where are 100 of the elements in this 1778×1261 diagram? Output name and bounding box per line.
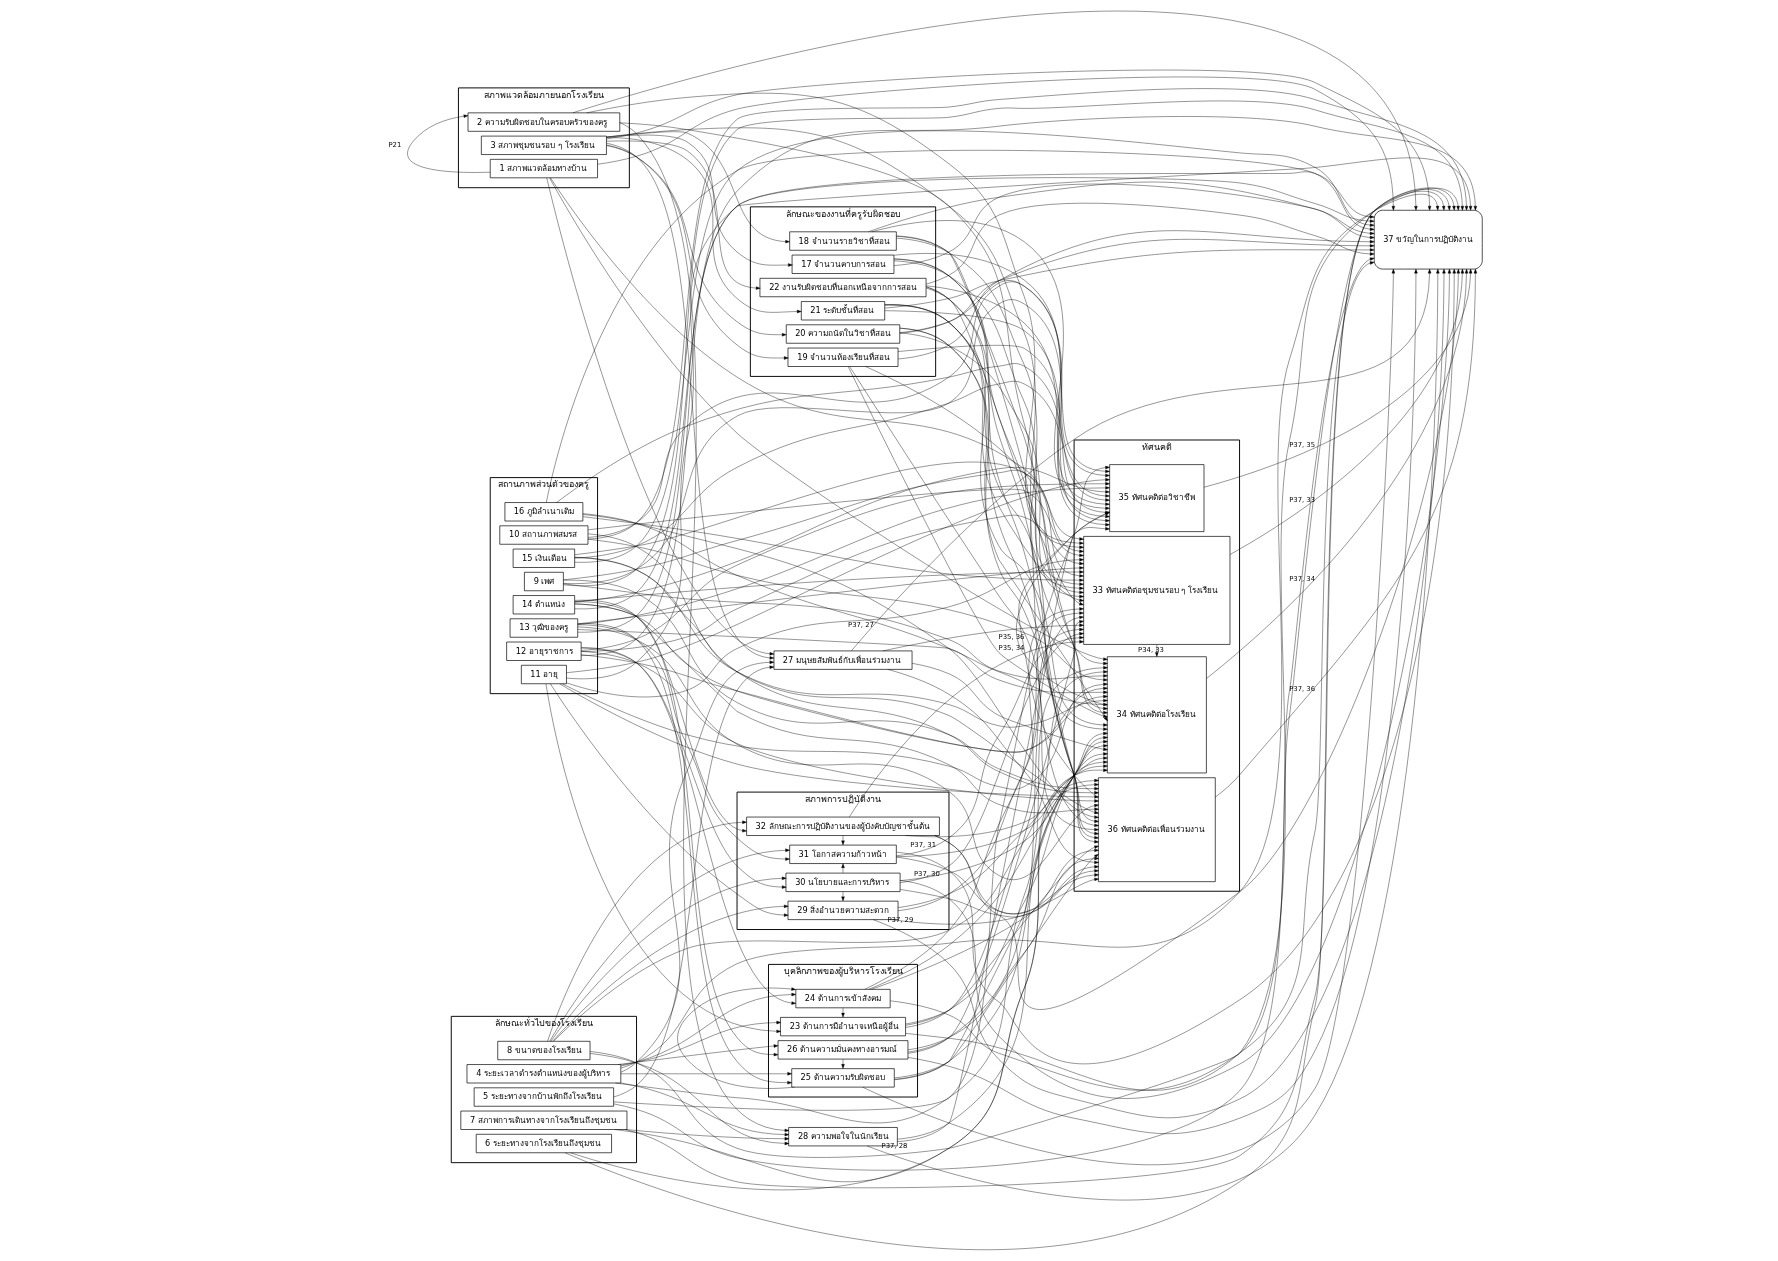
arrow xyxy=(546,820,747,1042)
arrow xyxy=(868,736,1108,990)
arrow xyxy=(582,516,1084,582)
arrow xyxy=(545,150,1374,503)
arrow xyxy=(848,640,1084,818)
arrow xyxy=(899,869,1099,918)
arrow xyxy=(1154,644,1158,657)
arrow xyxy=(925,287,1084,606)
arrow xyxy=(864,611,1084,990)
node-box: 12 อายุราชการ xyxy=(505,641,581,661)
arrow xyxy=(577,566,1084,625)
arrow xyxy=(562,579,1099,791)
node-box: 30 นโยบายและการบริหาร xyxy=(785,872,900,892)
arrow xyxy=(893,854,1099,1079)
arrow xyxy=(577,629,1108,694)
arrow xyxy=(867,181,1374,240)
node-box: 32 ลักษณะการปฏิบัติงานของผู้บังคับบัญชาชั้นต้น xyxy=(745,816,940,836)
arrow xyxy=(925,286,1099,844)
arrow xyxy=(897,230,1374,360)
arrow xyxy=(582,513,1108,707)
arrow xyxy=(553,670,1108,1042)
node-box: 21 ระดับชั้นที่สอน xyxy=(800,301,885,321)
arrow xyxy=(871,220,1110,510)
node-box: 26 ด้านความมั่นคงทางอารมณ์ xyxy=(777,1040,908,1060)
node-box: 22 งานรับผิดชอบที่นอกเหนือจากการสอน xyxy=(759,277,926,298)
arrow xyxy=(864,366,1084,594)
arrow xyxy=(840,863,845,874)
node-box: 9 เพศ xyxy=(523,571,564,592)
node-box: 2 ความรับผิดชอบในครอบครัวของครู xyxy=(467,112,620,132)
arrow xyxy=(904,768,1108,837)
arrow xyxy=(895,856,1099,915)
arrow xyxy=(562,583,1108,680)
arrow xyxy=(933,835,1099,915)
arrow xyxy=(580,651,1099,803)
node-box: 35 ทัศนคติต่อวิชาชีพ xyxy=(1108,464,1204,532)
arrow xyxy=(676,987,796,1089)
arrow xyxy=(587,489,1084,557)
arrow xyxy=(899,239,1374,334)
arrow xyxy=(1229,268,1464,555)
node-box: 14 ตำแหน่ง xyxy=(512,595,575,615)
node-box: 6 ระยะทางจากโรงเรียนถึงชุมชน xyxy=(475,1133,612,1154)
arrow xyxy=(905,845,1099,1025)
arrow xyxy=(580,647,786,889)
node-box: 37 ขวัญในการปฏิบัติงาน xyxy=(1373,209,1483,270)
node-box: 31 โอกาสความก้าวหน้า xyxy=(788,844,897,864)
node-box: 8 ขนาดของโรงเรียน xyxy=(496,1040,590,1061)
node-box: 5 ระยะทางจากบ้านพักถึงโรงเรียน xyxy=(473,1087,614,1107)
arrow xyxy=(1203,268,1472,488)
arrow xyxy=(882,623,1084,652)
arrow xyxy=(574,600,778,1057)
arrow xyxy=(545,683,781,1033)
arrow xyxy=(573,603,1099,814)
node-box: 13 วุฒิของครู xyxy=(509,618,578,638)
arrow xyxy=(1205,268,1468,679)
arrow xyxy=(895,764,1108,857)
arrow xyxy=(589,1053,789,1146)
arrow xyxy=(893,740,1108,1080)
node-box: 33 ทัศนคติต่อชุมชนรอบ ๆ โรงเรียน xyxy=(1082,536,1230,645)
arrow xyxy=(551,904,788,1042)
arrow xyxy=(840,835,845,846)
node-box: 19 จำนวนห้องเรียนที่สอน xyxy=(787,347,898,367)
arrow xyxy=(620,1082,789,1137)
arrow xyxy=(549,848,790,1042)
node-box: 36 ทัศนคติต่อเพื่อนร่วมงาน xyxy=(1097,777,1216,882)
node-box: 17 จำนวนคาบการสอน xyxy=(791,254,894,274)
arrow xyxy=(546,177,774,656)
arrow xyxy=(840,1007,845,1018)
arrow xyxy=(574,130,1374,563)
arrow xyxy=(580,514,1084,652)
arrow xyxy=(620,1072,792,1076)
arrow xyxy=(605,137,801,314)
node-box: 7 สภาพการเดินทางจากโรงเรียนถึงชุมชน xyxy=(460,1110,627,1130)
arrow xyxy=(925,203,1374,285)
node-box: 16 ภูมิลำเนาเดิม xyxy=(504,502,583,522)
node-box: 15 เงินเดือน xyxy=(512,548,575,568)
arrow xyxy=(549,683,788,917)
node-box: 4 ระยะเวลาดำรงตำแหน่งของผู้บริหาร xyxy=(466,1064,621,1084)
arrow xyxy=(580,654,1108,753)
arrow xyxy=(573,557,1099,815)
arrow xyxy=(911,663,1108,751)
arrow xyxy=(893,183,1374,266)
arrow xyxy=(896,527,1110,1142)
node-box: 25 ด้านความรับผิดชอบ xyxy=(790,1068,895,1088)
arrow xyxy=(549,177,1084,541)
arrow xyxy=(840,891,845,902)
arrow xyxy=(896,752,1108,1140)
arrow xyxy=(406,114,490,173)
arrow xyxy=(890,865,1099,925)
node-box: 18 จำนวนรายวิชาที่สอน xyxy=(788,231,897,251)
arrow xyxy=(840,1058,845,1069)
node-box: 24 ด้านการเข้าสังคม xyxy=(795,989,890,1009)
node-box: 11 อายุ xyxy=(520,664,567,685)
arrow xyxy=(605,140,760,290)
arrow xyxy=(617,1044,778,1065)
arrow xyxy=(580,647,796,1005)
arrow xyxy=(625,1129,789,1141)
arrow xyxy=(897,756,1108,908)
arrow xyxy=(850,268,1431,652)
arrow xyxy=(577,626,1099,880)
arrow xyxy=(848,366,1099,832)
